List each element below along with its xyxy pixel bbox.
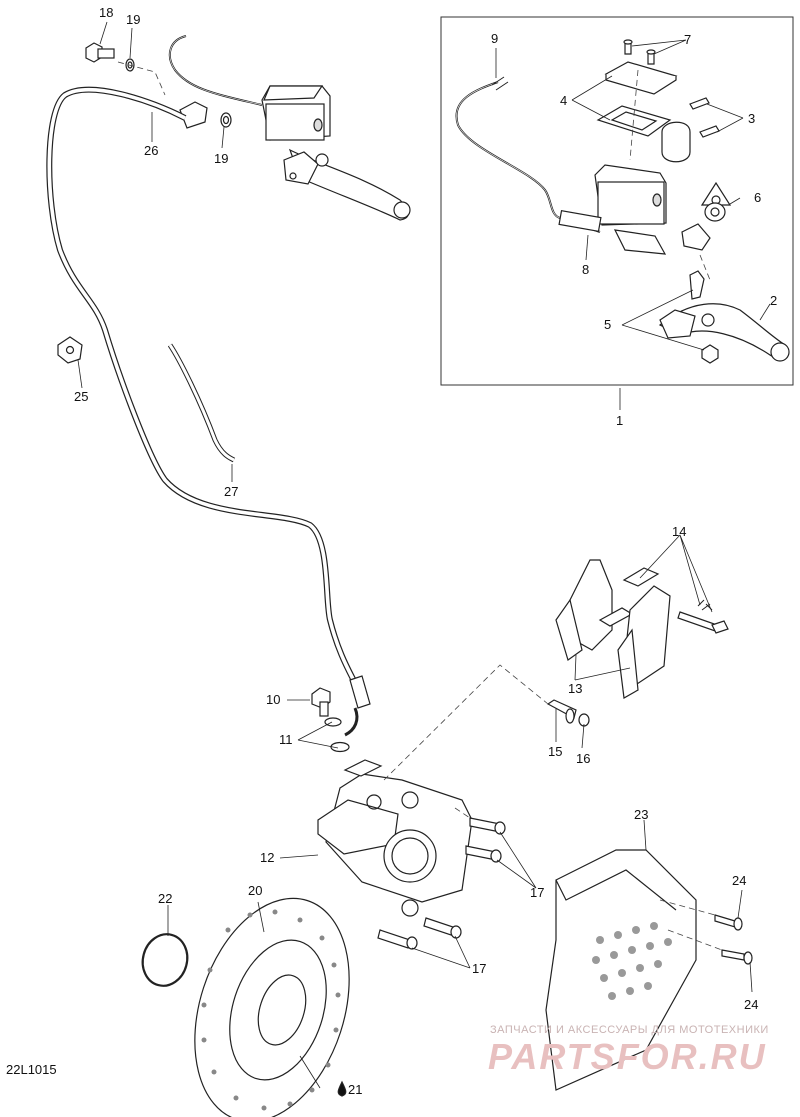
brake-guard bbox=[545, 849, 697, 1091]
guard-screws bbox=[714, 914, 753, 965]
callout-17-right: 17 bbox=[530, 885, 545, 900]
callout-3: 3 bbox=[748, 111, 756, 126]
leader-lines bbox=[77, 21, 771, 1089]
callout-5: 5 bbox=[604, 317, 612, 332]
callout-25: 25 bbox=[74, 389, 89, 404]
inset-components bbox=[455, 39, 790, 364]
callout-14: 14 bbox=[672, 524, 687, 539]
bleeder-valve bbox=[546, 699, 590, 727]
caliper-bolts bbox=[377, 817, 506, 950]
callout-2: 2 bbox=[770, 293, 778, 308]
callout-27: 27 bbox=[224, 484, 239, 499]
assembly-inset-box bbox=[440, 16, 794, 386]
callout-12: 12 bbox=[260, 850, 275, 865]
diagram-code: 22L1015 bbox=[6, 1062, 57, 1077]
callout-19-top: 19 bbox=[126, 12, 141, 27]
callout-10: 10 bbox=[266, 692, 281, 707]
callout-24-bottom: 24 bbox=[744, 997, 759, 1012]
hose-27 bbox=[167, 343, 236, 463]
callout-7: 7 bbox=[684, 32, 692, 47]
callout-22: 22 bbox=[158, 891, 173, 906]
callout-4: 4 bbox=[560, 93, 568, 108]
callout-11: 11 bbox=[279, 732, 293, 747]
callout-23: 23 bbox=[634, 807, 649, 822]
callout-18: 18 bbox=[99, 5, 114, 20]
brake-pads bbox=[555, 559, 729, 699]
brake-caliper bbox=[317, 759, 473, 917]
banjo-bolt-10 bbox=[311, 687, 350, 753]
callout-8: 8 bbox=[582, 262, 590, 277]
callout-9: 9 bbox=[491, 31, 499, 46]
callout-13: 13 bbox=[568, 681, 583, 696]
clip-25 bbox=[57, 336, 83, 364]
callout-16: 16 bbox=[576, 751, 591, 766]
brake-hose bbox=[46, 86, 371, 737]
loctite-drop-21 bbox=[337, 1080, 347, 1097]
callout-26: 26 bbox=[144, 143, 159, 158]
watermark-logo: PARTSFOR.RU bbox=[488, 1036, 767, 1077]
callout-17-bottom: 17 bbox=[472, 961, 487, 976]
master-cylinder-top-left bbox=[85, 35, 411, 221]
callout-1: 1 bbox=[616, 413, 624, 428]
callout-19-bottom: 19 bbox=[214, 151, 229, 166]
o-ring-22 bbox=[141, 933, 189, 987]
brake-disc bbox=[194, 897, 350, 1117]
callout-20: 20 bbox=[248, 883, 263, 898]
callout-15: 15 bbox=[548, 744, 563, 759]
callout-21: 21 bbox=[348, 1082, 363, 1097]
callout-6: 6 bbox=[754, 190, 762, 205]
callout-24-top: 24 bbox=[732, 873, 747, 888]
alignment-lines bbox=[117, 61, 723, 951]
watermark-tagline: ЗАПЧАСТИ И АКСЕССУАРЫ ДЛЯ МОТОТЕХНИКИ bbox=[490, 1024, 769, 1036]
